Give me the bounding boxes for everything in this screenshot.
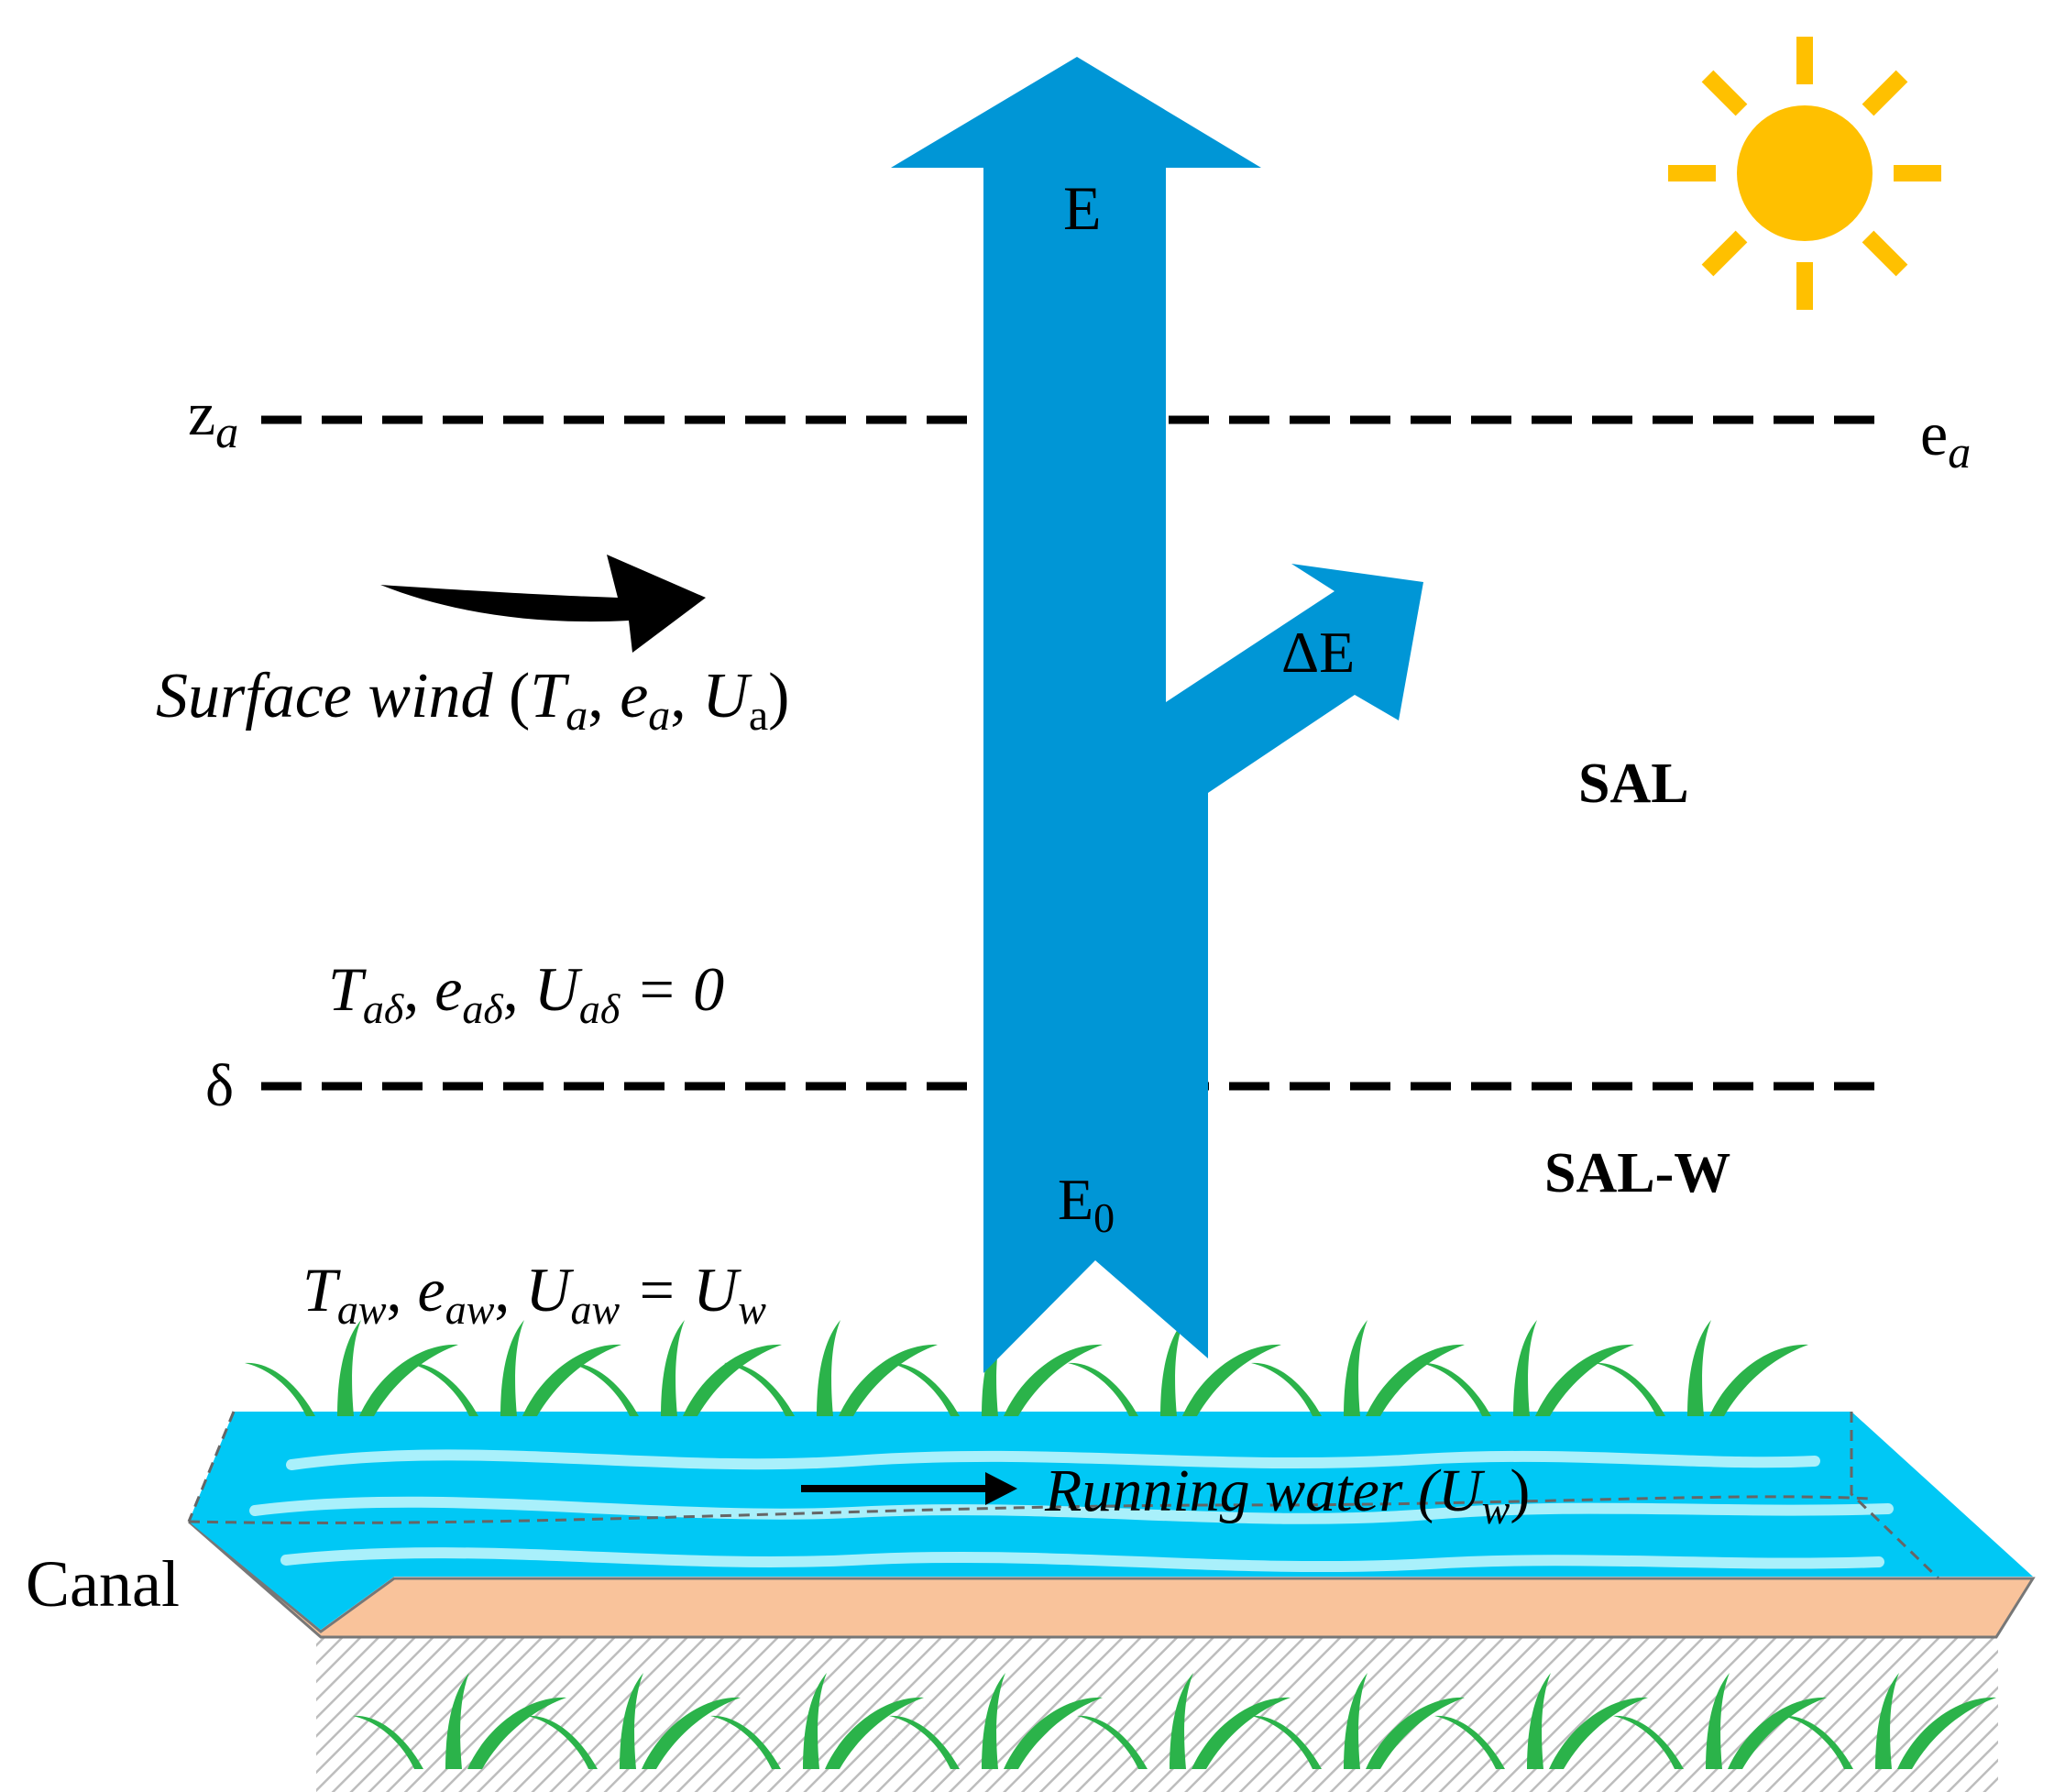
label-e: E bbox=[1063, 173, 1102, 243]
label-sal: SAL bbox=[1578, 753, 1689, 815]
label-sal-w: SAL-W bbox=[1544, 1142, 1730, 1204]
sun-icon bbox=[1668, 37, 1941, 310]
flow-arrow-icon bbox=[801, 1472, 1017, 1505]
canal-water bbox=[187, 1411, 2033, 1630]
label-za: za bbox=[188, 379, 238, 457]
label-delta-conditions: Taδ, eaδ, Uaδ = 0 bbox=[328, 954, 724, 1032]
label-surface-conditions: Taw, eaw, Uaw = Uw bbox=[302, 1255, 766, 1333]
wind-arrow-icon bbox=[380, 555, 706, 653]
label-e0: E0 bbox=[1058, 1167, 1115, 1241]
evaporation-flux-arrow bbox=[891, 57, 1423, 1373]
label-canal: Canal bbox=[26, 1547, 180, 1621]
grass-top bbox=[245, 1320, 1808, 1416]
label-running-water: Running water (Uw) bbox=[1044, 1457, 1530, 1533]
label-surface-wind: Surface wind (Ta, ea, Ua) bbox=[156, 661, 789, 740]
label-delta-e: ΔE bbox=[1281, 620, 1355, 685]
soil-ground bbox=[316, 1630, 1998, 1792]
label-ea: ea bbox=[1920, 399, 1971, 478]
label-delta: δ bbox=[205, 1052, 234, 1119]
canal-bank bbox=[188, 1520, 2036, 1639]
